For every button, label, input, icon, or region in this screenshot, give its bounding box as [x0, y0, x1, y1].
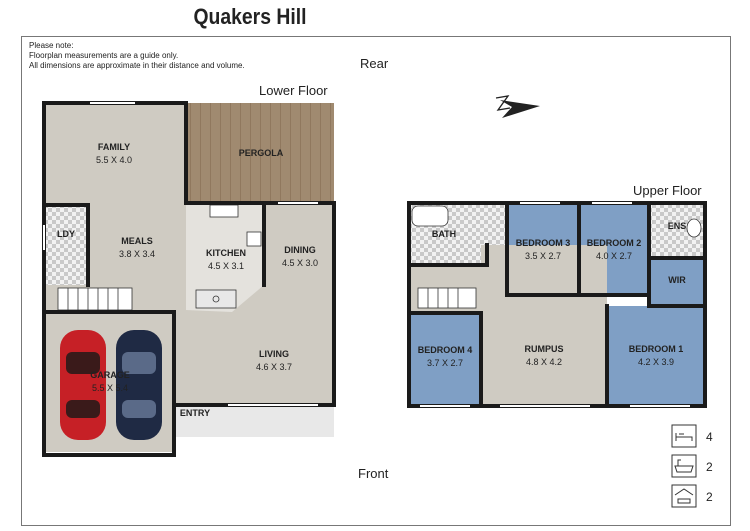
- bedroom-count: 4: [706, 430, 713, 444]
- lower-floor-label: Lower Floor: [259, 83, 328, 98]
- upper-floor-label: Upper Floor: [633, 183, 702, 198]
- laundry-tiles: [44, 205, 88, 285]
- entry-porch: [174, 405, 334, 437]
- north-arrow-icon: [495, 95, 540, 118]
- family-label: FAMILY: [98, 142, 130, 152]
- front-label: Front: [358, 466, 389, 481]
- bathtub-icon: [671, 454, 697, 478]
- garage-count: 2: [706, 490, 713, 504]
- bath-label: BATH: [432, 229, 456, 239]
- upper-floor-plan: [407, 201, 707, 408]
- lower-stairs: [57, 287, 133, 311]
- meals-label: MEALS: [121, 236, 153, 246]
- bedroom-3-dim: 3.5 X 2.7: [525, 251, 561, 261]
- note-line: Please note:: [29, 41, 74, 50]
- entry-label: ENTRY: [180, 408, 210, 418]
- bedroom-1-dim: 4.2 X 3.9: [638, 357, 674, 367]
- kitchen-label: KITCHEN: [206, 248, 246, 258]
- bathroom-count: 2: [706, 460, 713, 474]
- garage-label: GARAGE: [90, 370, 130, 380]
- garage-dim: 5.5 X 5.4: [92, 383, 128, 393]
- dining-label: DINING: [284, 245, 316, 255]
- family-dim: 5.5 X 4.0: [96, 155, 132, 165]
- page-title: Quakers Hill: [193, 4, 307, 29]
- living-label: LIVING: [259, 349, 289, 359]
- kitchen-dim: 4.5 X 3.1: [208, 261, 244, 271]
- bedroom-2-label: BEDROOM 2: [587, 238, 642, 248]
- bedroom-4-label: BEDROOM 4: [418, 345, 473, 355]
- red-car-icon: [60, 330, 106, 440]
- rumpus-floor: [481, 245, 607, 406]
- wir-floor: [649, 258, 705, 306]
- family-floor: [44, 103, 186, 203]
- bedroom-4-dim: 3.7 X 2.7: [427, 358, 463, 368]
- blue-car-icon: [116, 330, 162, 440]
- upper-stairs: [417, 287, 477, 309]
- bedroom-4-floor: [409, 313, 481, 406]
- lower-floor-plan: [42, 101, 336, 457]
- laundry-label: LDY: [57, 229, 75, 239]
- rear-label: Rear: [360, 56, 389, 71]
- garage-icon: [671, 484, 697, 508]
- rumpus-label: RUMPUS: [524, 344, 563, 354]
- bedroom-1-floor: [607, 306, 705, 406]
- living-dim: 4.6 X 3.7: [256, 362, 292, 372]
- bedroom-3-label: BEDROOM 3: [516, 238, 571, 248]
- kitchen-floor: [186, 203, 264, 312]
- ensuite-label: ENS: [668, 221, 687, 231]
- note-line: All dimensions are approximate in their …: [29, 61, 245, 70]
- dining-dim: 4.5 X 3.0: [282, 258, 318, 268]
- meals-dim: 3.8 X 3.4: [119, 249, 155, 259]
- bedroom-1-label: BEDROOM 1: [629, 344, 684, 354]
- disclaimer-note: Please note: Floorplan measurements are …: [29, 41, 245, 71]
- bed-icon: [671, 424, 697, 448]
- rumpus-dim: 4.8 X 4.2: [526, 357, 562, 367]
- pergola-deck: [188, 103, 334, 201]
- bedroom-2-dim: 4.0 X 2.7: [596, 251, 632, 261]
- plan-frame: [21, 36, 731, 526]
- pergola-label: PERGOLA: [239, 148, 284, 158]
- wir-label: WIR: [668, 275, 686, 285]
- note-line: Floorplan measurements are a guide only.: [29, 51, 179, 60]
